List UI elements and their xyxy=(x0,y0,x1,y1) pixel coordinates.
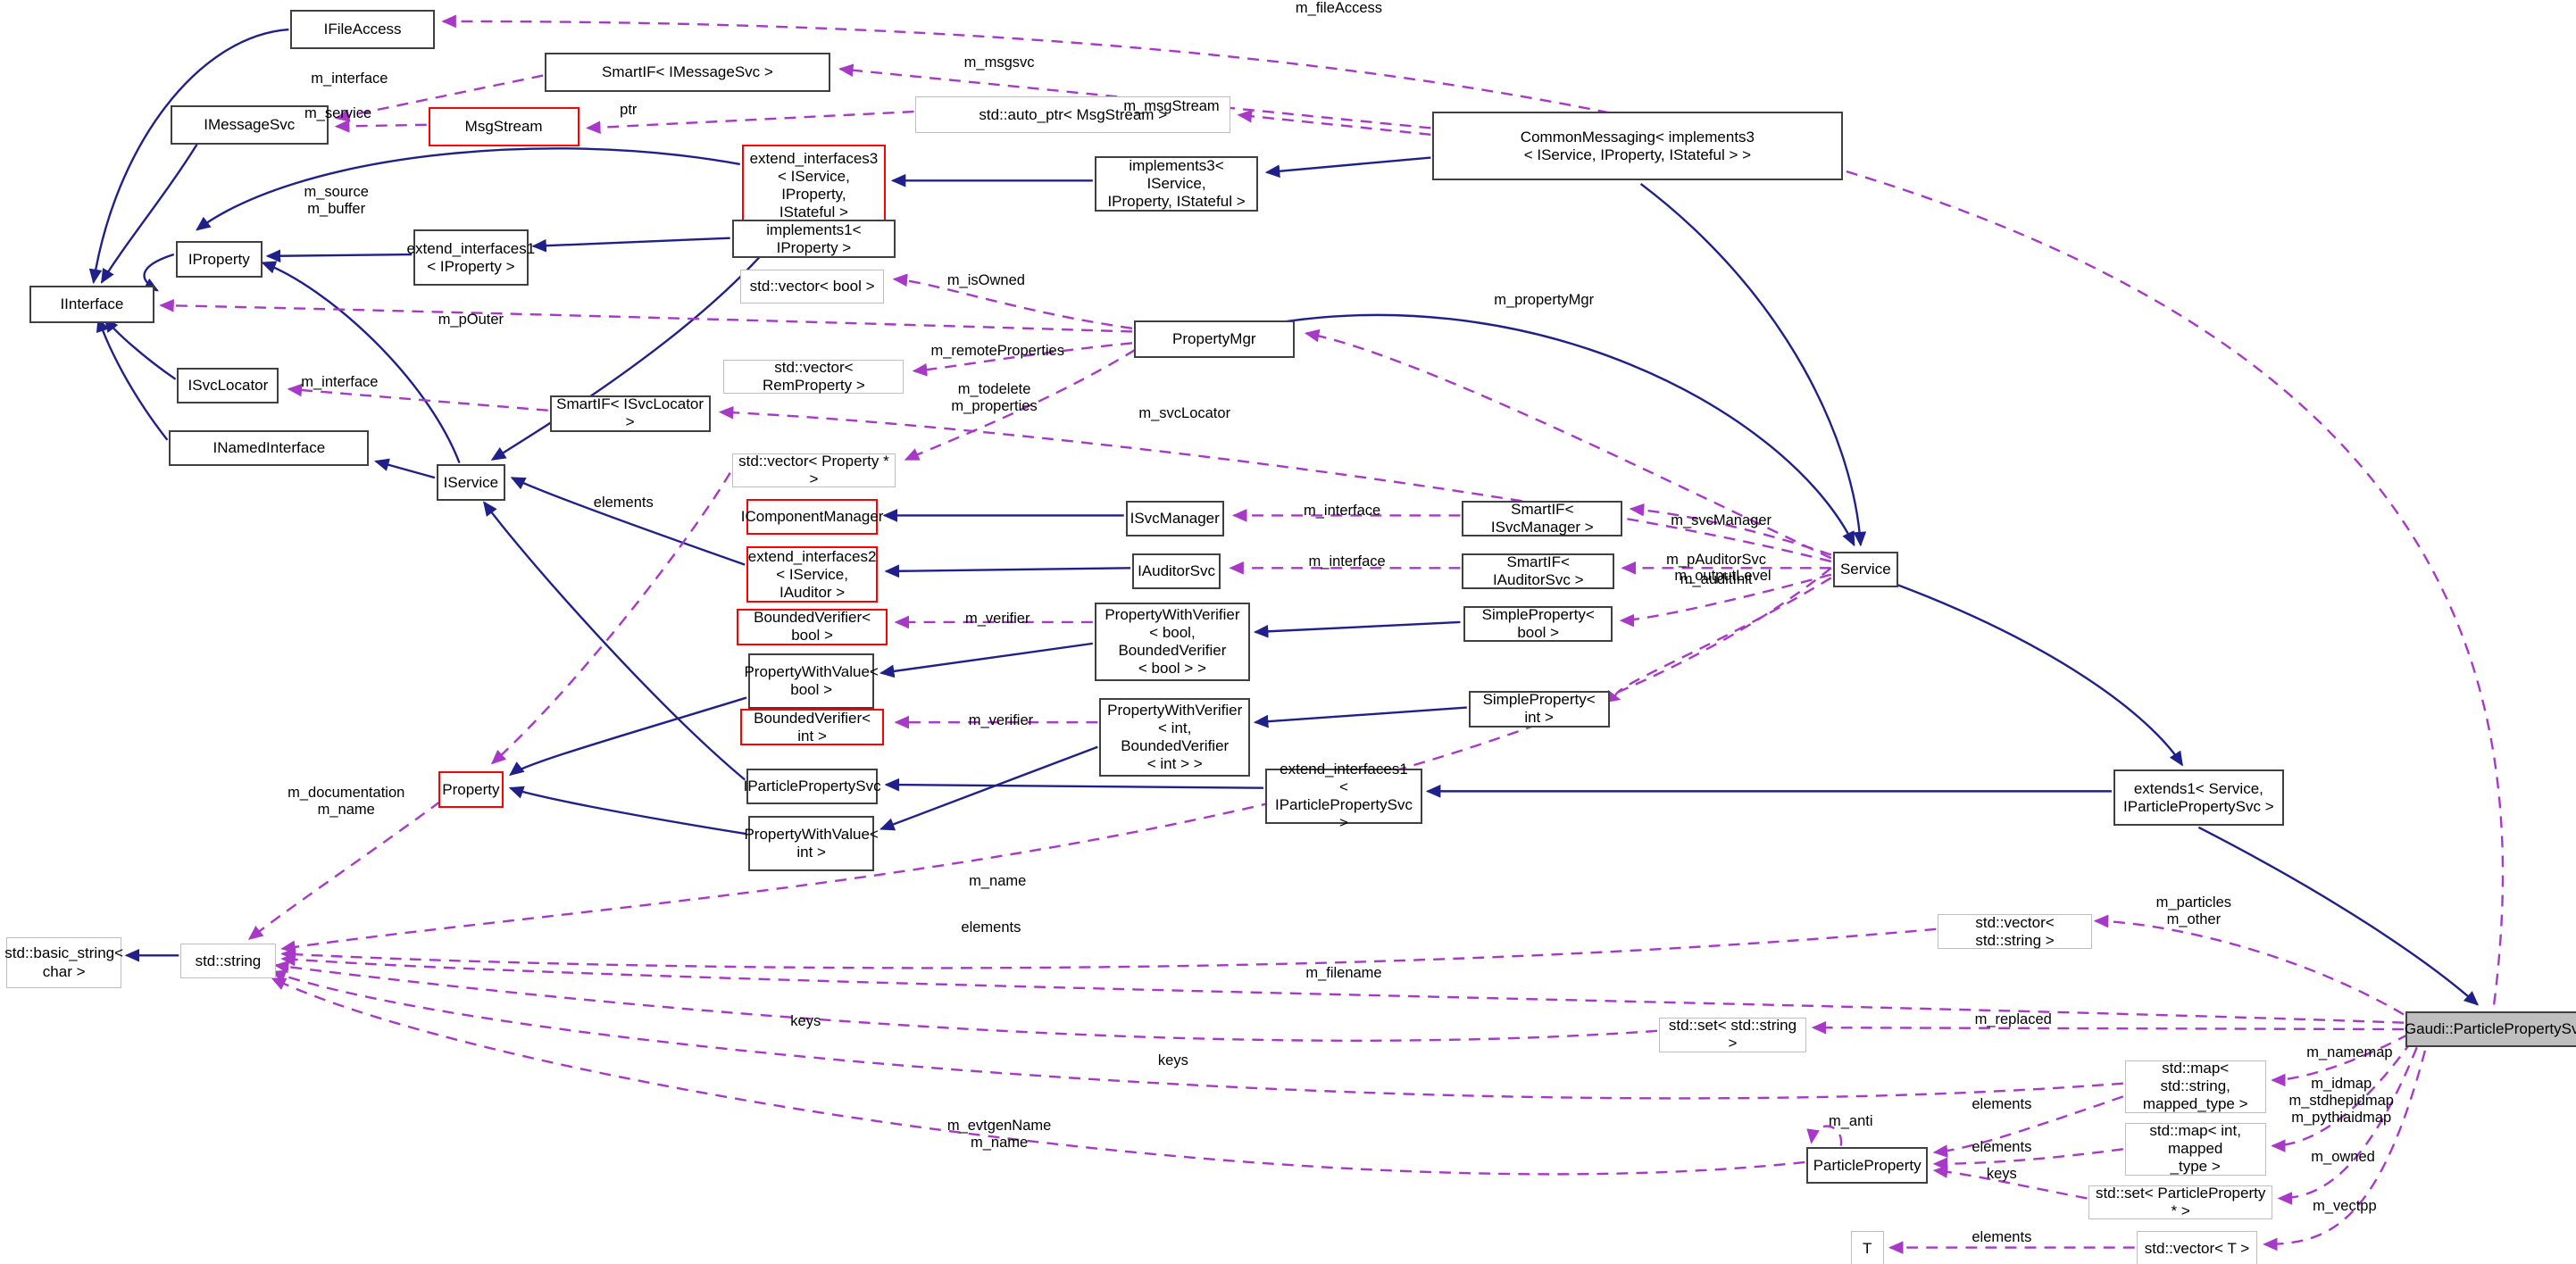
edge-label: m_filename xyxy=(1305,965,1382,982)
class-node-extend-interfaces1-ipps[interactable]: extend_interfaces1 < IParticlePropertySv… xyxy=(1264,761,1423,831)
class-node-t[interactable]: T xyxy=(1850,1231,1884,1264)
class-node-propertywithverifier-int[interactable]: PropertyWithVerifier < int, BoundedVerif… xyxy=(1099,697,1251,777)
edge-label: m_owned xyxy=(2311,1149,2375,1166)
edge-label: m_vectpp xyxy=(2313,1198,2377,1215)
edge-label: m_anti xyxy=(1829,1112,1873,1129)
class-node-iinterface[interactable]: IInterface xyxy=(29,285,154,324)
class-node-set-string[interactable]: std::set< std::string > xyxy=(1658,1017,1807,1052)
edge-label: m_namemap xyxy=(2306,1044,2393,1060)
edge-label: keys xyxy=(1986,1165,2017,1182)
edge-label: ptr xyxy=(620,102,638,118)
class-node-iparticlepropertysvc[interactable]: IParticlePropertySvc xyxy=(744,768,881,805)
class-node-boundedverifier-int[interactable]: BoundedVerifier< int > xyxy=(739,709,885,745)
edge-label: m_interface xyxy=(1304,502,1381,519)
class-node-iservice[interactable]: IService xyxy=(436,464,505,501)
class-node-inamedinterface[interactable]: INamedInterface xyxy=(169,429,370,467)
edge-label: keys xyxy=(790,1012,821,1029)
edge-label: m_source m_buffer xyxy=(304,183,369,218)
class-node-implements1-iproperty[interactable]: implements1< IProperty > xyxy=(731,220,896,258)
edge-label: m_isOwned xyxy=(946,272,1025,289)
class-node-particleproperty[interactable]: ParticleProperty xyxy=(1806,1147,1929,1184)
class-node-isvclocator[interactable]: ISvcLocator xyxy=(177,367,279,404)
edge-label: m_propertyMgr xyxy=(1494,292,1595,309)
edge-label: m_outputLevel xyxy=(1674,568,1772,585)
edge-label: m_interface xyxy=(301,374,379,391)
class-node-iauditorsvc[interactable]: IAuditorSvc xyxy=(1131,553,1221,590)
class-node-service[interactable]: Service xyxy=(1832,551,1899,588)
edge-label: elements xyxy=(1972,1229,2032,1246)
class-node-isvcmanager[interactable]: ISvcManager xyxy=(1125,500,1224,537)
edge-label: elements xyxy=(1972,1096,2032,1113)
class-node-vector-bool[interactable]: std::vector< bool > xyxy=(739,269,885,304)
edge-label: m_msgsvc xyxy=(963,54,1035,71)
class-node-simpleproperty-bool[interactable]: SimpleProperty< bool > xyxy=(1463,605,1613,643)
class-node-vector-string[interactable]: std::vector< std::string > xyxy=(1938,914,2092,949)
edge-label: m_verifier xyxy=(965,611,1030,628)
edge-label: elements xyxy=(1972,1139,2032,1156)
class-node-implements3[interactable]: implements3< IService, IProperty, IState… xyxy=(1094,155,1259,212)
class-node-std-string[interactable]: std::string xyxy=(180,944,276,978)
class-node-propertywithvalue-bool[interactable]: PropertyWithValue< bool > xyxy=(744,653,879,710)
edge-label: elements xyxy=(593,494,654,511)
edge-label: m_particles m_other xyxy=(2155,894,2232,928)
edge-label: m_interface xyxy=(1308,553,1386,570)
class-node-vector-t[interactable]: std::vector< T > xyxy=(2136,1231,2258,1264)
edge-label: m_pOuter xyxy=(438,312,504,328)
class-node-extends1-service[interactable]: extends1< Service, IParticlePropertySvc … xyxy=(2113,769,2284,826)
class-node-propertymgr[interactable]: PropertyMgr xyxy=(1133,320,1295,358)
edge-label: m_evtgenName m_name xyxy=(946,1118,1052,1152)
class-node-extend-interfaces1-iproperty[interactable]: extend_interfaces1 < IProperty > xyxy=(407,229,535,286)
edge-label: m_pAuditorSvc xyxy=(1666,551,1767,568)
edge-label: m_verifier xyxy=(968,712,1034,729)
class-node-propertywithverifier-bool[interactable]: PropertyWithVerifier < bool, BoundedVeri… xyxy=(1094,602,1251,682)
class-node-map-string-mapped[interactable]: std::map< std::string, mapped_type > xyxy=(2124,1060,2266,1113)
class-node-ifileaccess[interactable]: IFileAccess xyxy=(290,10,435,50)
class-node-commonmessaging[interactable]: CommonMessaging< implements3 < IService,… xyxy=(1432,112,1843,181)
class-node-extend-interfaces2[interactable]: extend_interfaces2 < IService, IAuditor … xyxy=(746,546,879,603)
edge-label: m_documentation m_name xyxy=(288,785,405,819)
class-node-icomponentmanager[interactable]: IComponentManager xyxy=(741,499,883,536)
class-node-vector-remproperty[interactable]: std::vector< RemProperty > xyxy=(723,359,905,395)
class-node-set-particleproperty-ptr[interactable]: std::set< ParticleProperty * > xyxy=(2088,1185,2273,1220)
class-node-smartif-isvclocator[interactable]: SmartIF< ISvcLocator > xyxy=(549,395,711,432)
edge-label: m_fileAccess xyxy=(1295,0,1383,16)
class-node-extend-interfaces3[interactable]: extend_interfaces3 < IService, IProperty… xyxy=(741,144,887,227)
class-node-iproperty[interactable]: IProperty xyxy=(175,241,263,278)
class-node-map-int-mapped[interactable]: std::map< int, mapped _type > xyxy=(2124,1122,2266,1176)
class-node-boundedverifier-bool[interactable]: BoundedVerifier< bool > xyxy=(737,609,888,645)
edge-label: m_remoteProperties xyxy=(930,343,1064,360)
edge-label: m_msgStream xyxy=(1123,98,1220,115)
edge-label: m_idmap m_stdhepidmap m_pythiaidmap xyxy=(2288,1075,2394,1126)
edge-label: m_interface xyxy=(311,71,388,87)
class-node-vector-property-ptr[interactable]: std::vector< Property * > xyxy=(731,453,896,488)
edge-label: keys xyxy=(1157,1052,1188,1069)
class-node-smartif-imessagesvc[interactable]: SmartIF< IMessageSvc > xyxy=(545,52,830,92)
edge-label: m_svcLocator xyxy=(1138,405,1231,422)
class-node-simpleproperty-int[interactable]: SimpleProperty< int > xyxy=(1468,691,1610,728)
class-node-propertywithvalue-int[interactable]: PropertyWithValue< int > xyxy=(744,815,879,872)
edge-label: m_replaced xyxy=(1974,1010,2052,1027)
class-node-property[interactable]: Property xyxy=(438,771,504,808)
edge-label: m_service xyxy=(304,104,372,121)
class-node-msgstream[interactable]: MsgStream xyxy=(428,106,579,146)
edge-label: m_name xyxy=(969,873,1027,890)
edge-label: m_todelete m_properties xyxy=(951,380,1038,414)
edge-label: m_svcManager xyxy=(1671,511,1772,528)
class-node-smartif-isvcmanager[interactable]: SmartIF< ISvcManager > xyxy=(1462,500,1623,537)
edge-label: elements xyxy=(961,919,1021,936)
class-node-smartif-iauditorsvc[interactable]: SmartIF< IAuditorSvc > xyxy=(1462,553,1615,590)
class-node-basic-string-char[interactable]: std::basic_string< char > xyxy=(4,937,123,989)
class-node-gaudi-particlepropertysvc[interactable]: Gaudi::ParticlePropertySvc xyxy=(2405,1010,2576,1048)
